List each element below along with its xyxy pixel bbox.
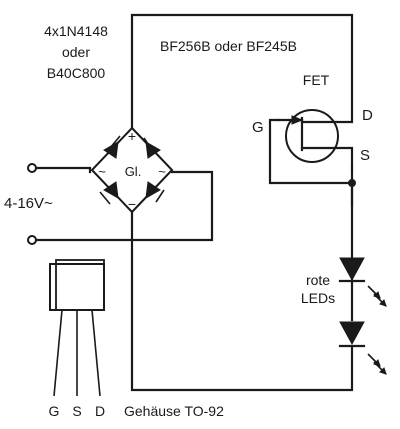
bridge-ac-left-label: ~: [98, 164, 106, 179]
bridge-outline: [90, 126, 174, 214]
fet-gate-arrow: [291, 115, 304, 125]
bridge-rectifier: + − ~ ~ Gl.: [90, 126, 174, 214]
bridge-ac-right-label: ~: [158, 164, 166, 179]
to92-package: [49, 259, 105, 397]
bottom-wire: [130, 210, 354, 392]
pin-g-label: G: [252, 119, 264, 136]
diode-note-line1: 4x1N4148: [44, 23, 108, 39]
bridge-diode-bl: [103, 181, 119, 199]
led-2-triangle: [339, 321, 365, 346]
ac-left-wire: [34, 166, 92, 174]
junction-dot: [348, 179, 356, 187]
led-2: [338, 321, 387, 375]
fet-source-lead: [300, 146, 354, 170]
gate-wire: [268, 118, 354, 185]
input-terminal-bottom: [27, 235, 37, 245]
to92-body: [49, 263, 105, 311]
diode-note-line3: B40C800: [47, 65, 106, 81]
fet-symbol: [276, 109, 354, 170]
package-pin-d: D: [95, 403, 105, 419]
fet-circle: [285, 109, 339, 163]
fet-title: FET: [303, 72, 330, 88]
input-terminal-top: [27, 163, 37, 173]
bridge-minus-label: −: [128, 196, 136, 212]
led-note-line1: rote: [306, 272, 330, 288]
package-note: Gehäuse TO-92: [124, 403, 224, 419]
diode-note-line2: oder: [62, 44, 90, 60]
pin-d-label: D: [362, 107, 373, 124]
bridge-label: Gl.: [125, 164, 142, 179]
led-1: [338, 257, 387, 307]
led-note-line2: LEDs: [301, 290, 335, 306]
bridge-diode-br: [145, 181, 161, 199]
fet-note: BF256B oder BF245B: [160, 38, 297, 54]
top-wire: [130, 13, 354, 130]
main-wiring: [34, 13, 356, 392]
ac-right-wire: [34, 170, 214, 242]
led-1-triangle: [339, 257, 365, 282]
package-pin-g: G: [49, 403, 60, 419]
supply-label: 4-16V~: [4, 195, 53, 212]
pin-s-label: S: [360, 147, 370, 164]
bridge-plus-label: +: [128, 128, 136, 144]
package-pin-s: S: [72, 403, 81, 419]
